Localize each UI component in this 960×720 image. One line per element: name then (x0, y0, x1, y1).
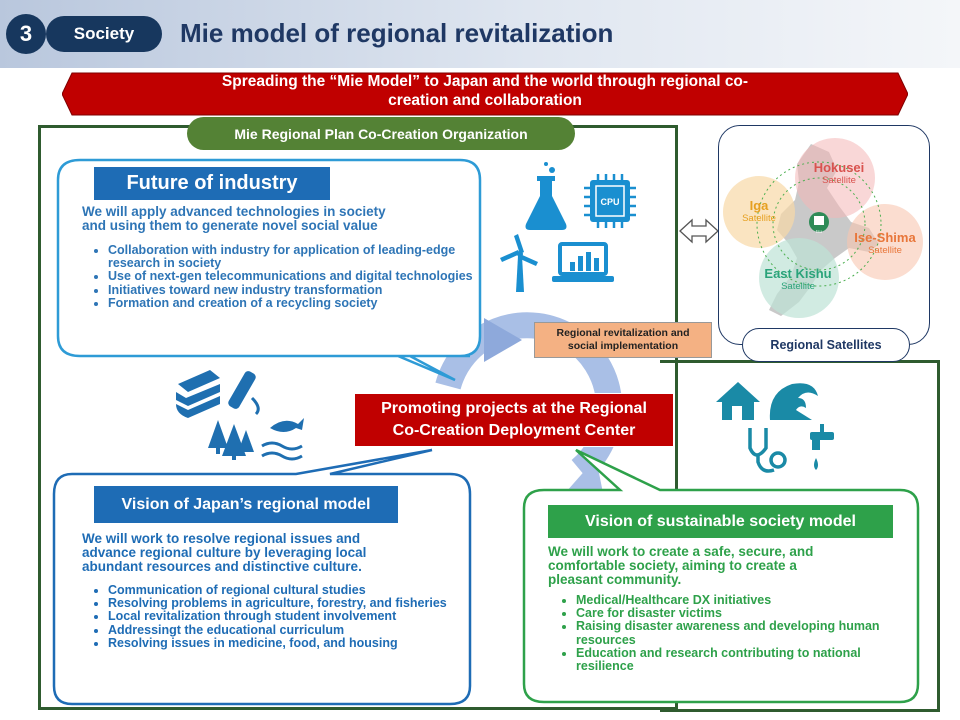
list-item: Resolving issues in medicine, food, and … (108, 636, 468, 650)
satellites-panel: tsu Hokusei Satellite Iga Satellite Ise-… (718, 125, 930, 345)
deployment-center-box: Promoting projects at the Regional Co-Cr… (354, 393, 674, 447)
center-line-1: Promoting projects at the Regional (381, 400, 647, 417)
section-number-badge: 3 (6, 14, 46, 54)
japan-lead-line-3: abundant resources and distinctive cultu… (82, 559, 362, 574)
implementation-line-1: Regional revitalization and (556, 327, 690, 339)
banner-line-1: Spreading the “Mie Model” to Japan and t… (221, 73, 749, 90)
list-item: Formation and creation of a recycling so… (108, 296, 488, 310)
east-kishu-circle (759, 238, 839, 318)
sat-hokusei-sub: Satellite (822, 175, 856, 186)
hokusei-circle (795, 138, 875, 218)
list-item: Raising disaster awareness and developin… (576, 620, 916, 647)
sat-iga-sub: Satellite (742, 213, 776, 224)
sat-hokusei-name: Hokusei (813, 160, 865, 175)
list-item: Collaboration with industry for applicat… (108, 243, 488, 270)
banner-arrow (62, 72, 908, 116)
test-tube-icon (228, 371, 260, 416)
sustainable-lead: We will work to create a safe, secure, a… (548, 545, 888, 587)
water-faucet-icon (810, 424, 834, 470)
wind-turbine-icon (500, 234, 538, 292)
link-double-arrow (679, 218, 719, 244)
industry-lead-line-1: We will apply advanced technologies in s… (82, 204, 386, 219)
sustainable-title: Vision of sustainable society model (548, 505, 893, 538)
list-item: Local revitalization through student inv… (108, 610, 468, 623)
sat-east-kishu-name: East Kishu (764, 266, 832, 281)
laptop-chart-icon (552, 242, 614, 282)
banner-line-2: creation and collaboration (388, 92, 582, 109)
flask-icon (525, 162, 567, 230)
list-item: Use of next-gen telecommunications and d… (108, 270, 488, 283)
sustainable-list: Medical/Healthcare DX initiatives Care f… (554, 593, 916, 673)
industry-lead-line-2: and using them to generate novel social … (82, 218, 378, 233)
sat-east-kishu-sub: Satellite (781, 281, 815, 292)
sat-iga-name: Iga (749, 198, 769, 213)
regional-satellites-label: Regional Satellites (742, 328, 910, 362)
stethoscope-icon (748, 428, 787, 473)
japan-lead: We will work to resolve regional issues … (82, 532, 462, 574)
sustainable-lead-line-2: comfortable society, aiming to create a (548, 558, 797, 573)
cpu-label: CPU (600, 197, 619, 207)
list-item: Addressingt the educational curriculum (108, 623, 468, 637)
implementation-line-2: social implementation (567, 340, 679, 352)
books-icon (176, 370, 220, 418)
japan-lead-line-2: advance regional culture by leveraging l… (82, 545, 367, 560)
damaged-house-icon (716, 382, 760, 420)
hub-label: tsu (816, 229, 823, 234)
list-item: Communication of regional cultural studi… (108, 583, 468, 597)
industry-title: Future of industry (94, 167, 330, 200)
japan-list: Communication of regional cultural studi… (86, 583, 468, 650)
japan-lead-line-1: We will work to resolve regional issues … (82, 531, 361, 546)
satellite-map: tsu (723, 138, 923, 318)
tsunami-wave-icon (769, 383, 818, 420)
sustainable-lead-line-3: pleasant community. (548, 572, 682, 587)
sat-ise-shima-sub: Satellite (868, 245, 902, 256)
sustainable-lead-line-1: We will work to create a safe, secure, a… (548, 544, 814, 559)
sat-ise-shima-name: Ise-Shima (854, 230, 916, 245)
list-item: Care for disaster victims (576, 607, 916, 620)
banner-text: Spreading the “Mie Model” to Japan and t… (150, 72, 820, 110)
fish-waves-icon (261, 418, 304, 461)
forest-icon (208, 420, 254, 460)
list-item: Medical/Healthcare DX initiatives (576, 593, 916, 607)
hub-book-icon (814, 216, 824, 225)
list-item: Initiatives toward new industry transfor… (108, 283, 488, 297)
sat-iga: Iga Satellite (727, 198, 791, 224)
category-pill: Society (46, 16, 162, 52)
japan-title: Vision of Japan’s regional model (94, 486, 398, 523)
implementation-box: Regional revitalization and social imple… (534, 322, 712, 358)
page-title: Mie model of regional revitalization (180, 18, 614, 48)
iga-circle (723, 176, 795, 248)
industry-bubble (56, 158, 482, 382)
network-rings (756, 161, 882, 287)
cycle-arrowhead (484, 318, 522, 362)
ise-shima-circle (847, 204, 923, 280)
sat-hokusei: Hokusei Satellite (803, 160, 875, 186)
industry-list: Collaboration with industry for applicat… (86, 243, 488, 310)
sat-east-kishu: East Kishu Satellite (753, 266, 843, 292)
organization-label: Mie Regional Plan Co-Creation Organizati… (187, 117, 575, 150)
list-item: Resolving problems in agriculture, fores… (108, 597, 468, 610)
industry-lead: We will apply advanced technologies in s… (82, 205, 462, 233)
sat-ise-shima: Ise-Shima Satellite (847, 230, 923, 256)
list-item: Education and research contributing to n… (576, 646, 916, 673)
cpu-chip-icon: CPU (584, 174, 636, 228)
center-line-2: Co-Creation Deployment Center (392, 422, 636, 439)
